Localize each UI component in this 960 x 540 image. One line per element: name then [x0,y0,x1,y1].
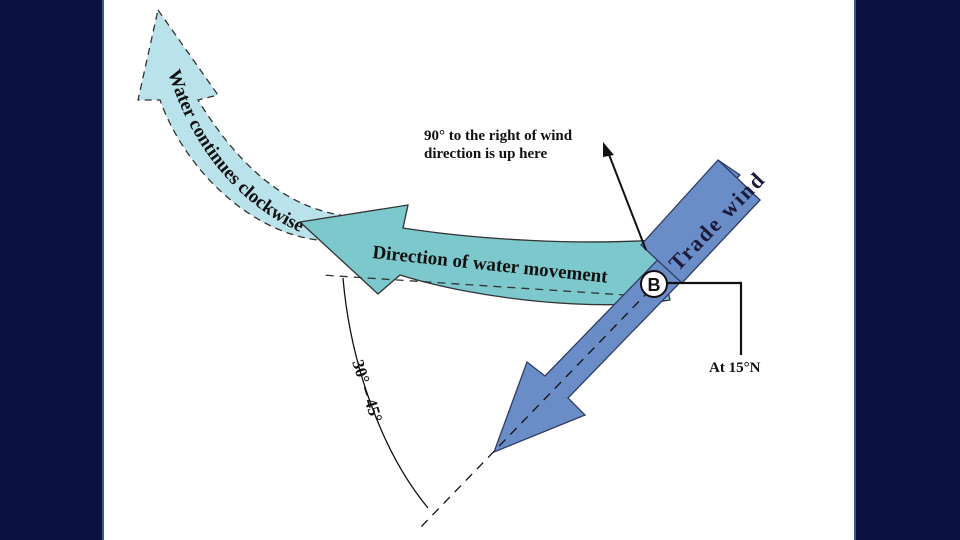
point-b-label: B [648,275,661,295]
angle-label: 30° – 45° [348,357,386,424]
note-line-1: 90° to the right of wind [424,128,573,144]
continue-clockwise-arrow [137,8,342,241]
point-b-marker [640,270,668,298]
note-line-2: direction is up here [424,146,548,162]
right-angle-note: 90° to the right of wind direction is up… [424,127,572,163]
water-movement-arrow [298,204,671,306]
latitude-label: At 15°N [709,360,761,376]
